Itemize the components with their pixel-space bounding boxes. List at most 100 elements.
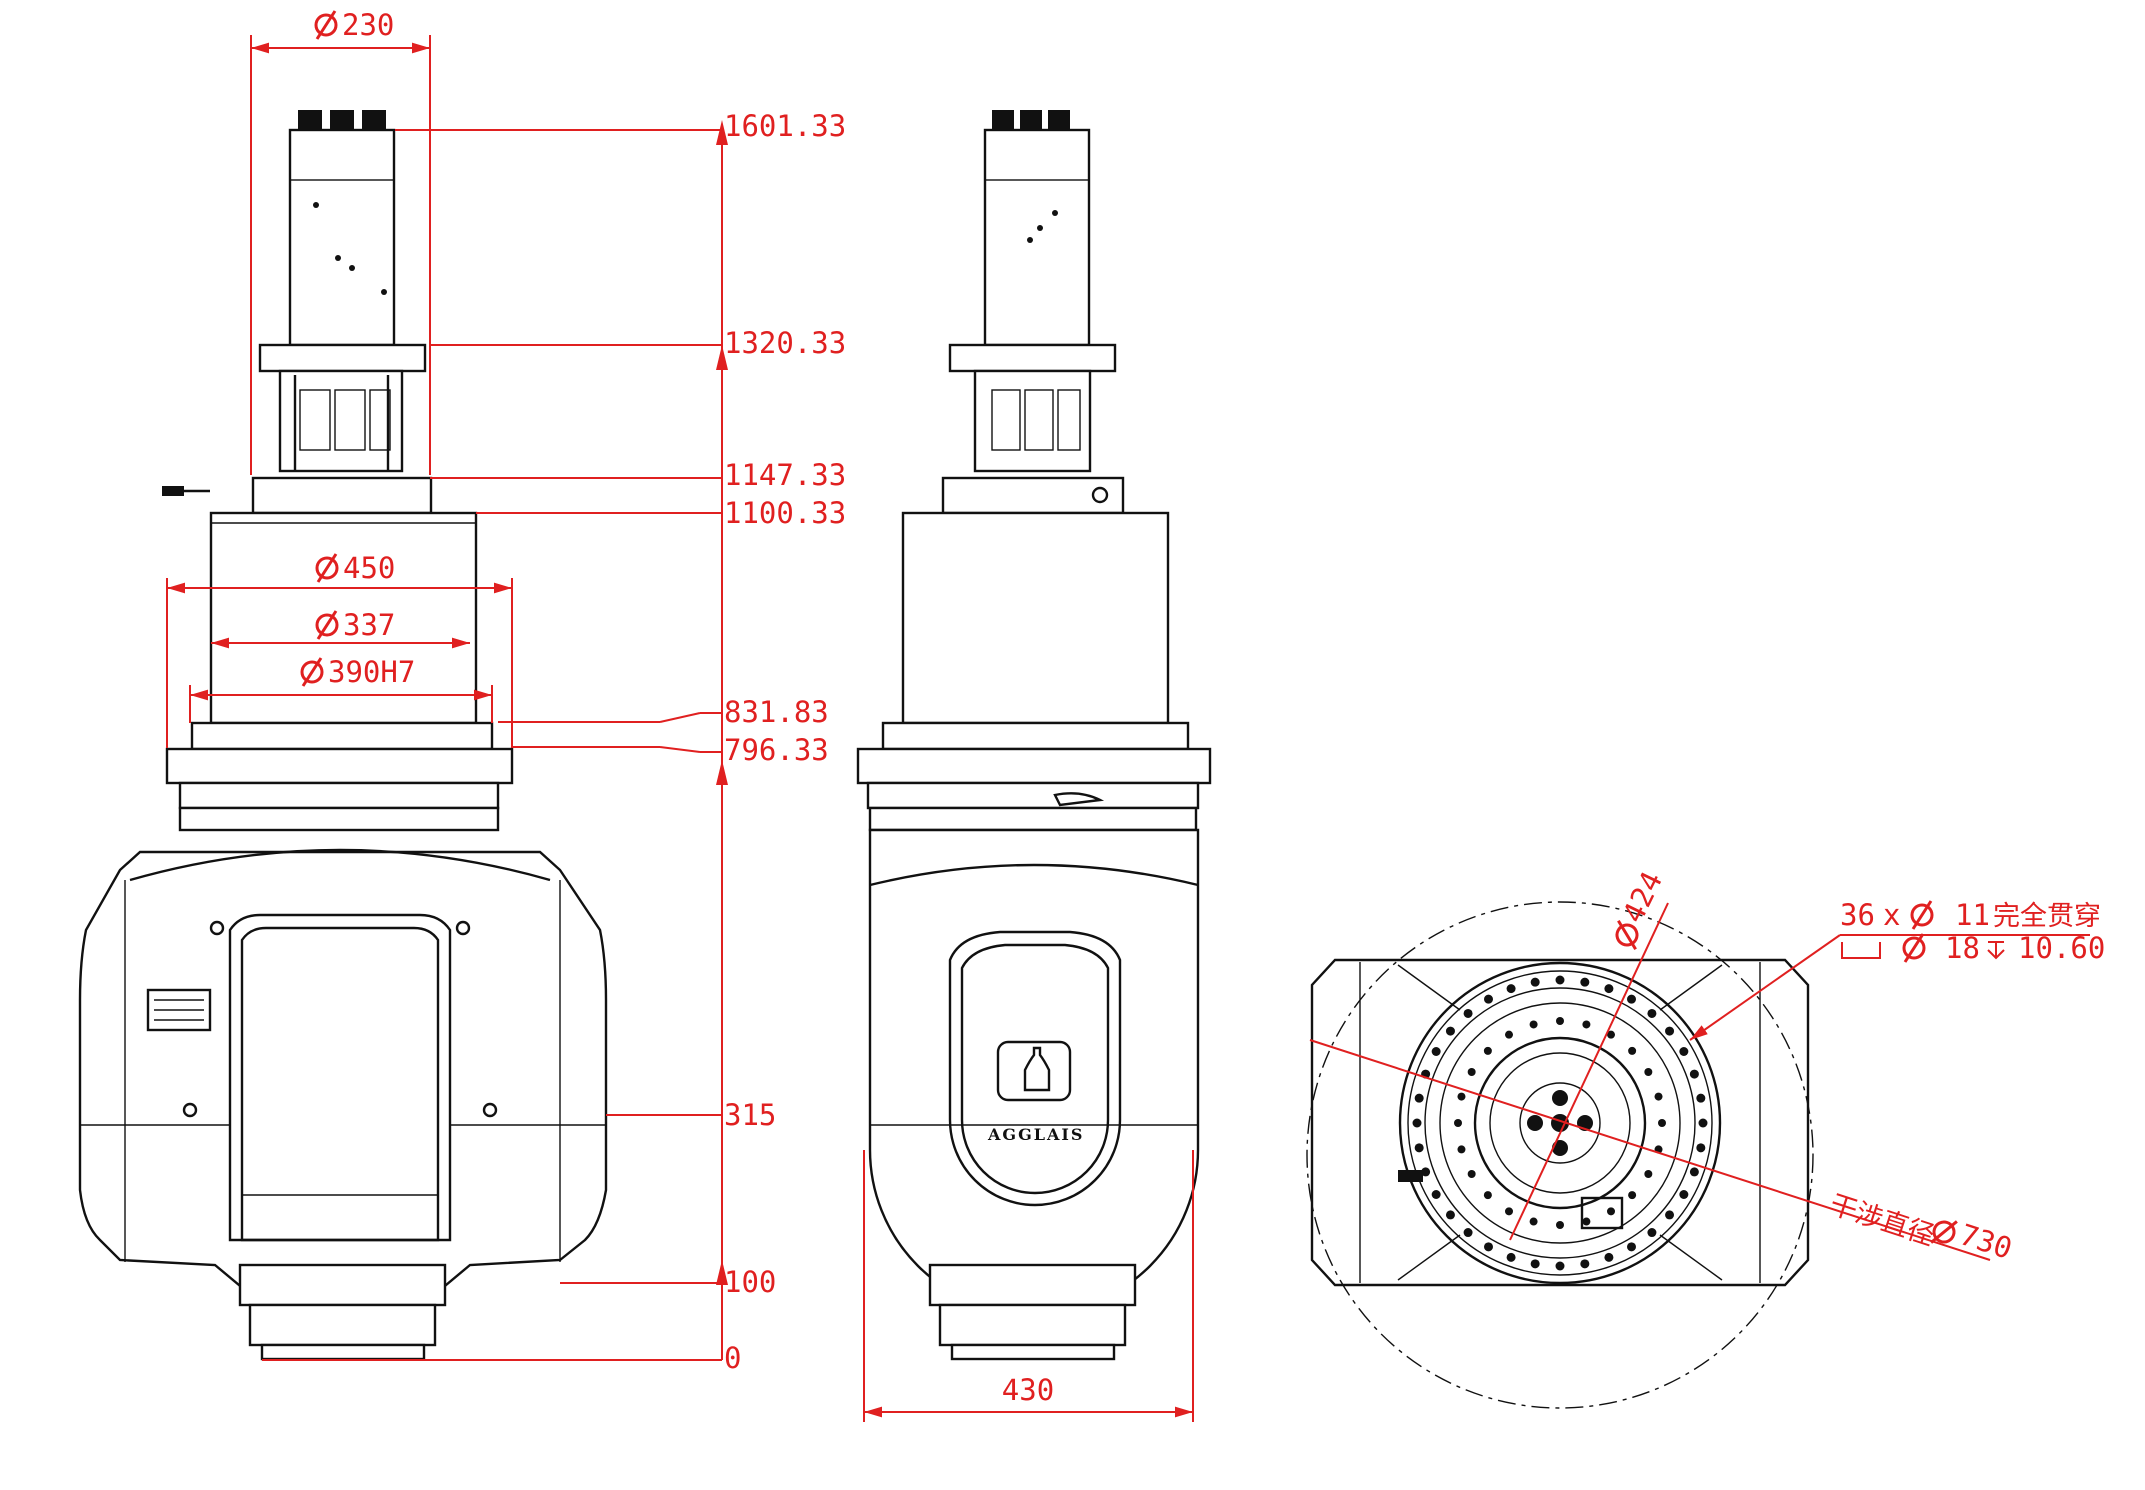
front-motor-column [288,128,396,347]
interference-label: 干涉直径 [1826,1189,1938,1252]
bolt-hole [1463,1008,1473,1018]
bottom-dimensions: 424 干涉直径 730 36 x 11 完全贯穿 18 10.60 [1309,866,2105,1266]
height-label-1100: 1100.33 [724,496,846,530]
height-label-100: 100 [724,1265,776,1299]
side-logo-shield [948,930,1122,1207]
height-label-315: 315 [724,1098,776,1132]
side-dimensions: 430 [863,1150,1194,1422]
front-nameplate [146,988,212,1032]
bolt-hole [1483,1191,1492,1200]
bolt-hole [1689,1069,1699,1079]
bolt-hole [1627,994,1636,1004]
bolt-hole [1679,1190,1689,1199]
bolt-hole [1484,1242,1493,1252]
bolt-hole [1658,1119,1666,1127]
bolt-hole [1505,1030,1513,1039]
bolt-hole [1679,1047,1689,1056]
dim-424-line [1509,902,1669,1241]
bolt-hole [1530,1259,1540,1269]
bolt-hole [1412,1118,1422,1128]
height-label-1320: 1320.33 [724,326,846,360]
front-adapter-block [251,476,433,515]
bolt-hole [1431,1047,1441,1056]
height-label-1601: 1601.33 [724,109,846,143]
front-coupling [278,369,404,473]
bolt-hole [1484,994,1493,1004]
bolt-hole [1698,1118,1708,1128]
bolt-hole [1467,1170,1476,1178]
bolt-hole [1414,1093,1424,1103]
bolt-hole [1467,1068,1476,1076]
bolt-hole [1529,1020,1538,1029]
bolt-hole [1665,1026,1675,1036]
bolt-hole [1607,1207,1615,1216]
bolt-hole [1627,1242,1636,1252]
front-spindle-nose [248,1303,437,1347]
hole-size: 11 [1955,898,1990,932]
bolt-hole [1696,1143,1706,1153]
bottom-connector [1398,1170,1423,1182]
bolt-hole [1414,1143,1424,1153]
bottom-port [1580,1196,1624,1230]
side-view: AGGLAIS [856,110,1212,1361]
height-label-1147: 1147.33 [724,458,846,492]
dim-diameter-337: 337 [343,608,395,642]
bolt-hole [1665,1210,1675,1220]
bolt-hole [1604,984,1614,994]
outer-bolt-holes [1412,975,1708,1271]
bolt-hole [1647,1008,1657,1018]
bolt-hole [1483,1046,1492,1055]
interference-value: 730 [1956,1217,2016,1266]
counterbore-size: 18 [1945,931,1980,965]
side-main-body [868,828,1200,1316]
front-view [78,110,608,1361]
bolt-hole [1421,1167,1431,1177]
bolt-hole [1580,1259,1590,1269]
height-label-831: 831.83 [724,695,829,729]
bolt-hole [1580,977,1590,987]
front-dimensions: 230 1601.33 1320.33 1147.33 1100.33 831.… [166,8,846,1375]
bolt-hole [1689,1167,1699,1177]
bolt-hole [1463,1228,1473,1238]
bolt-hole [1457,1145,1466,1154]
bolt-hole [1644,1068,1653,1076]
hole-times: x [1883,898,1900,932]
dim-diameter-390h7: 390H7 [328,655,415,689]
bolt-hole [1654,1092,1663,1101]
bolt-hole [1604,1252,1614,1262]
depth-symbol [1987,941,2005,960]
bottom-view [1306,901,1814,1409]
bolt-hole [1506,984,1516,994]
bolt-hole [1454,1119,1462,1127]
hole-leader [1689,934,1841,1041]
bolt-hole [1530,977,1540,987]
center-holes [1527,1090,1593,1156]
bolt-hole [1431,1190,1441,1199]
height-label-796: 796.33 [724,733,829,767]
front-flange-plate [258,343,427,373]
bolt-hole [1505,1207,1513,1216]
bolt-hole [1607,1030,1615,1039]
front-connector [162,486,184,496]
bolt-hole [1582,1217,1591,1226]
bolt-hole [1445,1210,1455,1220]
side-logo-emblem [996,1040,1072,1102]
dim-width-430: 430 [1002,1373,1054,1407]
side-upper-housing [901,511,1170,725]
bolt-hole [1555,1261,1565,1271]
side-motor-column [983,128,1091,347]
bolt-hole [1582,1020,1591,1029]
side-mount-flange [856,747,1212,785]
front-window [228,913,452,1242]
inner-bolt-holes [1454,1017,1666,1229]
bolt-hole [1628,1191,1637,1200]
bolt-hole [1556,1221,1564,1229]
front-mount-flange [165,747,514,785]
bolt-hole [1644,1170,1653,1178]
height-label-0: 0 [724,1341,741,1375]
bolt-hole [1556,1017,1564,1025]
bolt-hole [1506,1252,1516,1262]
bolt-hole [1445,1026,1455,1036]
hole-count: 36 [1840,898,1875,932]
